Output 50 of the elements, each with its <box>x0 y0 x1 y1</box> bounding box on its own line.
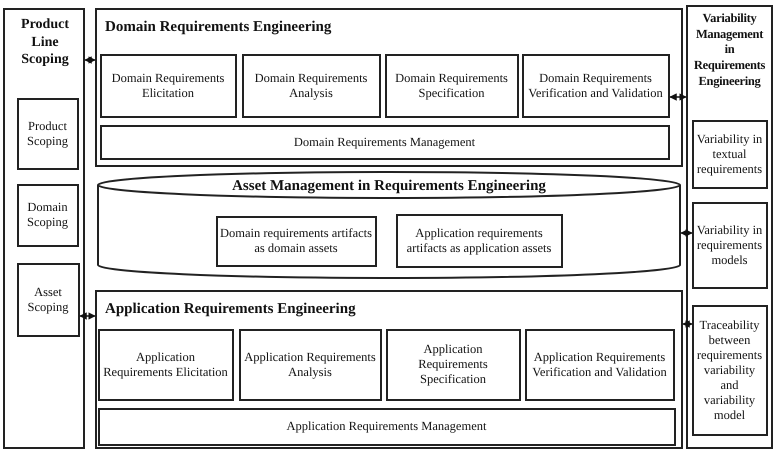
double-arrow <box>682 320 693 328</box>
process-box <box>384 54 518 118</box>
double-arrow <box>84 56 96 64</box>
box-label: Traceability between requirements variability and variability model <box>696 318 764 422</box>
process-box <box>98 328 234 400</box>
process-box <box>16 98 78 170</box>
box-label: Application Requirements Management <box>286 419 486 434</box>
box-label: Domain Requirements Elicitation <box>110 70 226 100</box>
column-heading: Product Line Scoping <box>20 16 70 68</box>
box-label: Domain Requirements Analysis <box>254 70 368 100</box>
double-arrow <box>669 93 687 101</box>
group-box <box>95 290 683 449</box>
process-box <box>524 328 674 400</box>
process-box <box>522 54 670 118</box>
box-label: Application requirements artifacts as application assets <box>406 226 552 256</box>
column-heading: Variability Management in Requirements Engineering <box>692 11 766 90</box>
cylinder-heading: Asset Management in Requirements Engineering <box>231 177 547 195</box>
box-label: Product Scoping <box>26 118 69 148</box>
box-label: Asset Scoping <box>26 284 70 314</box>
process-box <box>242 54 380 118</box>
process-box <box>16 262 80 336</box>
box-label: Application Requirements Specification <box>417 342 489 387</box>
box-label: Application Requirements Verification and Validation <box>531 350 668 380</box>
column-panel <box>3 8 85 449</box>
box-label: Variability in textual requirements <box>696 132 764 176</box>
double-arrow <box>79 312 96 320</box>
box-label: Application Requirements Elicitation <box>102 350 229 380</box>
process-box <box>100 54 236 118</box>
box-label: Domain Requirements Verification and Validation <box>527 70 664 100</box>
process-box <box>238 328 382 400</box>
box-label: Domain Scoping <box>26 200 69 230</box>
box-label: Domain requirements artifacts as domain assets <box>220 226 372 256</box>
box-label: Application Requirements Analysis <box>243 350 377 380</box>
process-box <box>386 328 520 400</box>
process-box <box>16 184 78 246</box>
process-box <box>692 304 768 436</box>
box-label: Variability in requirements models <box>696 222 764 268</box>
process-box <box>98 408 676 446</box>
column-panel <box>686 5 773 449</box>
box-label: Domain Requirements Specification <box>394 70 509 100</box>
process-box <box>396 214 562 268</box>
process-box <box>692 120 768 188</box>
box-label: Domain Requirements Management <box>294 134 476 150</box>
group-heading: Domain Requirements Engineering <box>105 18 332 36</box>
process-box <box>692 202 768 288</box>
process-box <box>100 124 670 160</box>
double-arrow <box>680 229 693 237</box>
process-box <box>216 216 376 266</box>
group-heading: Application Requirements Engineering <box>105 300 356 318</box>
group-box <box>95 8 683 167</box>
